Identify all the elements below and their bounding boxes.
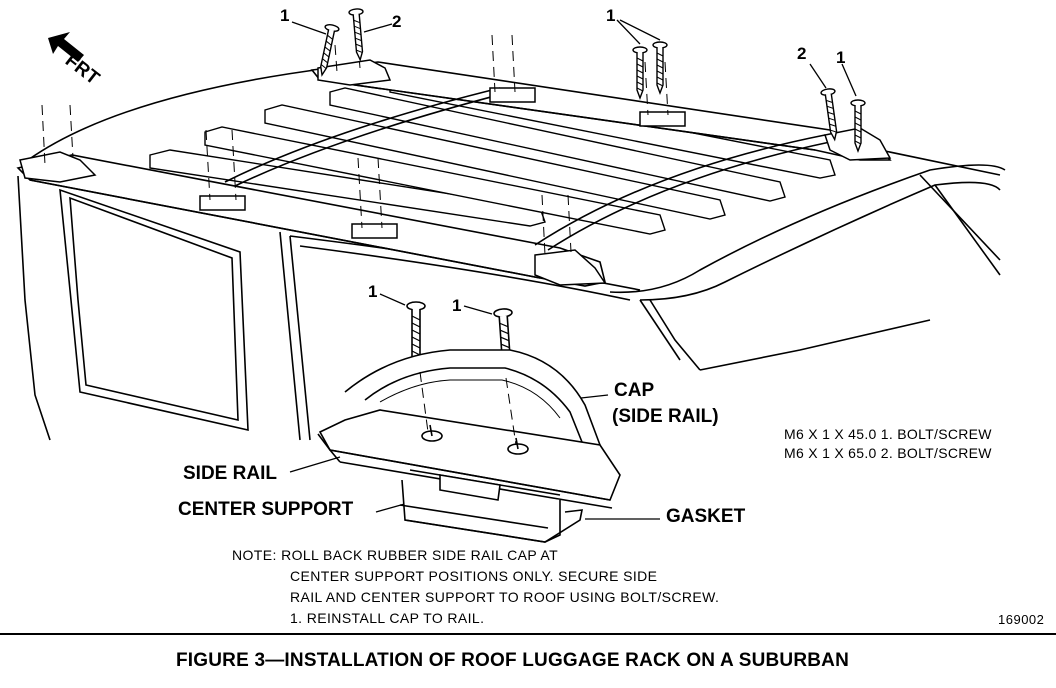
callout-top-left-1: 1 [280, 6, 290, 25]
side-rails [16, 61, 892, 287]
callout-top-mid-1: 1 [606, 6, 616, 25]
roof-slats [149, 75, 836, 235]
vehicle-body [17, 67, 1006, 441]
label-gasket: GASKET [666, 506, 746, 527]
note-line-3: RAIL AND CENTER SUPPORT TO ROOF USING BO… [290, 589, 720, 605]
callout-detail-1b: 1 [452, 296, 462, 315]
label-cap: CAP [614, 380, 655, 401]
label-center-support: CENTER SUPPORT [178, 499, 354, 520]
note-line-2: CENTER SUPPORT POSITIONS ONLY. SECURE SI… [290, 568, 658, 584]
legend-line-2: M6 X 1 X 65.0 2. BOLT/SCREW [784, 445, 992, 461]
detail-centerlines [419, 371, 517, 446]
crossbars [224, 87, 831, 251]
callout-top-left-2: 2 [392, 12, 402, 31]
note-line-4: 1. REINSTALL CAP TO RAIL. [290, 610, 485, 626]
label-cap-side-rail: (SIDE RAIL) [612, 406, 719, 427]
callout-detail-1a: 1 [368, 282, 378, 301]
callout-right-1: 1 [836, 48, 846, 67]
note-line-1: NOTE: ROLL BACK RUBBER SIDE RAIL CAP AT [232, 547, 559, 563]
figure-caption: FIGURE 3—INSTALLATION OF ROOF LUGGAGE RA… [176, 650, 850, 671]
legend-line-1: M6 X 1 X 45.0 1. BOLT/SCREW [784, 426, 992, 442]
detail-inset [317, 349, 621, 543]
label-side-rail: SIDE RAIL [183, 463, 277, 484]
arrow-forward-icon [48, 32, 84, 62]
callout-right-2: 2 [797, 44, 807, 63]
figure-number: 169002 [998, 612, 1045, 627]
